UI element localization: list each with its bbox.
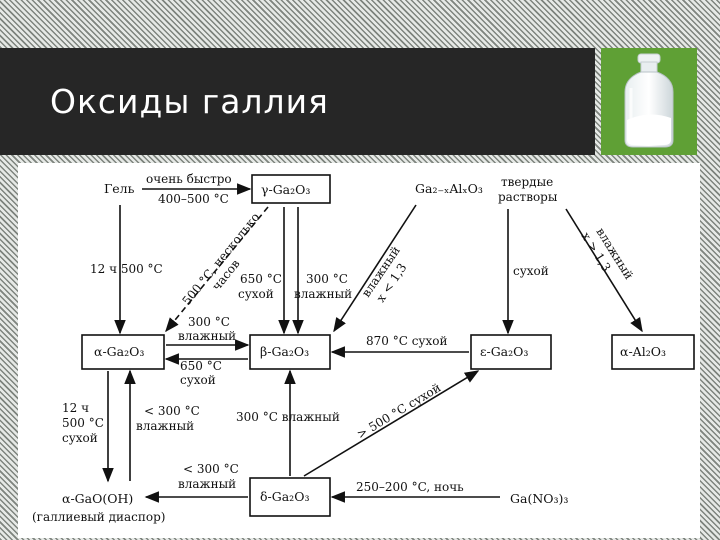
arrow-al-alpha-al (565, 208, 643, 333)
edge-gamma-beta-300-2: влажный (294, 287, 352, 301)
powder-jar-icon (624, 53, 674, 148)
edge-al-epsilon: сухой (513, 264, 549, 278)
edge-alpha-gaooh-3: сухой (62, 431, 98, 445)
alpha-box (81, 334, 165, 370)
diagram-panel: Гель γ-Ga₂O₃ Ga₂₋ₓAlₓO₃ твердые растворы… (18, 163, 700, 538)
edge-alpha-beta-bot-1: 650 °C (180, 359, 222, 373)
photo-tile (601, 48, 697, 155)
edge-epsilon-beta: 870 °C сухой (366, 334, 448, 348)
node-solid-solutions-2: растворы (498, 190, 558, 204)
node-nitrate: Ga(NO₃)₃ (510, 491, 568, 506)
edge-gamma-beta-300-1: 300 °C (306, 272, 348, 286)
node-gamma: γ-Ga₂O₃ (261, 182, 310, 197)
node-epsilon: ε-Ga₂O₃ (480, 344, 528, 359)
arrow-delta-epsilon (303, 370, 480, 477)
edge-delta-epsilon: > 500 °C сухой (354, 380, 443, 441)
arrow-al-beta (333, 204, 417, 333)
edge-gel-alpha: 12 ч 500 °C (90, 262, 163, 276)
epsilon-box (470, 334, 552, 370)
edge-alpha-beta-bot-2: сухой (180, 373, 216, 387)
edge-alpha-gaooh-2: 500 °C (62, 416, 104, 430)
edge-gamma-beta-650-1: 650 °C (240, 272, 282, 286)
page-title: Оксиды галлия (50, 82, 329, 121)
edge-gel-gamma-top: очень быстро (146, 172, 232, 186)
node-ga2xal: Ga₂₋ₓAlₓO₃ (415, 181, 483, 196)
edge-alpha-gaooh-1: 12 ч (62, 401, 89, 415)
node-solid-solutions-1: твердые (501, 175, 553, 189)
arrow-gamma-alpha (165, 206, 269, 333)
title-bar (0, 48, 595, 155)
alpha-al-box (611, 334, 695, 370)
node-alpha: α-Ga₂O₃ (94, 344, 144, 359)
edge-alpha-beta-top-2: влажный (178, 329, 236, 343)
delta-box (249, 477, 331, 517)
node-beta: β-Ga₂O₃ (260, 344, 309, 359)
edge-delta-gaooh-1: < 300 °C (183, 462, 239, 476)
node-delta: δ-Ga₂O₃ (260, 489, 309, 504)
beta-box (249, 334, 331, 370)
node-alpha-al: α-Al₂O₃ (620, 344, 666, 359)
edge-alpha-beta-top-1: 300 °C (188, 315, 230, 329)
gamma-box (251, 174, 331, 204)
edge-gaooh-alpha-1: < 300 °C (144, 404, 200, 418)
edge-nitrate-delta: 250–200 °C, ночь (356, 480, 464, 494)
node-gaooh: α-GaO(OH) (62, 491, 133, 506)
node-gaooh-note: (галлиевый диаспор) (32, 510, 165, 524)
edge-gamma-beta-650-2: сухой (238, 287, 274, 301)
edge-delta-gaooh-2: влажный (178, 477, 236, 491)
node-gel: Гель (104, 181, 135, 196)
edge-gel-gamma-bottom: 400–500 °C (158, 192, 229, 206)
edge-delta-beta: 300 °C влажный (236, 410, 340, 424)
edge-gaooh-alpha-2: влажный (136, 419, 194, 433)
